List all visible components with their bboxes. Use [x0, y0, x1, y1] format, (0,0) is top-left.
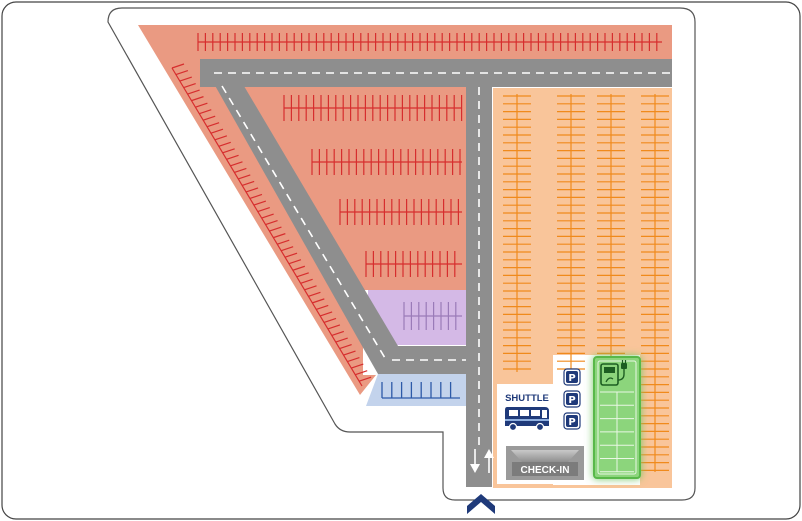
parking-stall [300, 278, 313, 284]
parking-stall [327, 324, 341, 330]
parking-stall [171, 63, 185, 69]
parking-stall [288, 259, 302, 265]
red-stall-rows [283, 95, 463, 277]
parking-stall [339, 343, 352, 350]
parking-stall [292, 265, 306, 271]
parking-stall [210, 128, 224, 134]
parking-stall [308, 291, 321, 297]
parking-stall [195, 102, 208, 108]
svg-text:P: P [568, 373, 575, 384]
parking-stall [335, 337, 348, 343]
svg-text:P: P [568, 395, 575, 406]
parking-stall [269, 226, 282, 232]
parking-stall [358, 376, 372, 382]
parking-stall [257, 206, 270, 213]
entrance-chevron-icon [467, 494, 495, 514]
parking-stall [316, 304, 329, 310]
parking-icon: P [563, 368, 581, 386]
parking-stall [277, 239, 290, 245]
parking-stall [199, 109, 212, 115]
parking-stall [343, 350, 356, 356]
shuttle-bus-icon [505, 407, 549, 432]
parking-stall [304, 285, 317, 291]
parking-stall [312, 298, 325, 304]
parking-stall [183, 83, 196, 89]
roads [200, 59, 672, 487]
parking-stall [249, 193, 263, 200]
parking-stall [347, 357, 360, 363]
parking-stall [261, 213, 274, 219]
blue-stalls [381, 382, 460, 399]
purple-stalls [403, 302, 462, 330]
parking-stall [175, 69, 189, 76]
parking-stall [323, 317, 337, 324]
parking-stall [355, 370, 368, 376]
parking-stall [187, 89, 200, 95]
red-stalls-diagonal [171, 63, 372, 387]
parking-stall [214, 135, 228, 141]
red-parking-zone [138, 25, 672, 395]
parking-stall [245, 187, 259, 193]
parking-stall [265, 220, 278, 226]
red-stall-dividers-top [197, 33, 658, 51]
parking-stall [218, 141, 231, 147]
parking-stall [241, 180, 255, 187]
parking-stall [191, 96, 204, 102]
parking-stall [222, 148, 235, 154]
check-in-booth: CHECK-IN [506, 446, 584, 480]
parking-stall [234, 167, 247, 173]
parking-stall [226, 154, 239, 160]
parking-stall [202, 115, 216, 121]
ev-charging-icon [600, 360, 627, 386]
parking-stall [331, 330, 345, 337]
ev-charging-zone [593, 356, 641, 479]
check-in-label: CHECK-IN [521, 465, 570, 476]
parking-stall [230, 161, 243, 167]
parking-stall [179, 76, 192, 82]
svg-text:P: P [568, 417, 575, 428]
parking-icon: P [563, 412, 581, 430]
parking-stall [273, 233, 286, 239]
parking-icons: P P P [563, 368, 581, 430]
parking-stall [253, 200, 267, 206]
shuttle-label: SHUTTLE [505, 393, 549, 404]
stall-row-spine [171, 67, 363, 387]
parking-stall [351, 363, 364, 369]
parking-stall [280, 246, 294, 252]
parking-stall [238, 174, 251, 180]
parking-stall [284, 252, 298, 258]
parking-stall [206, 122, 220, 128]
parking-stall [296, 272, 309, 278]
two-way-arrows-icon [470, 449, 494, 473]
parking-icon: P [563, 390, 581, 408]
parking-stall [319, 311, 333, 317]
